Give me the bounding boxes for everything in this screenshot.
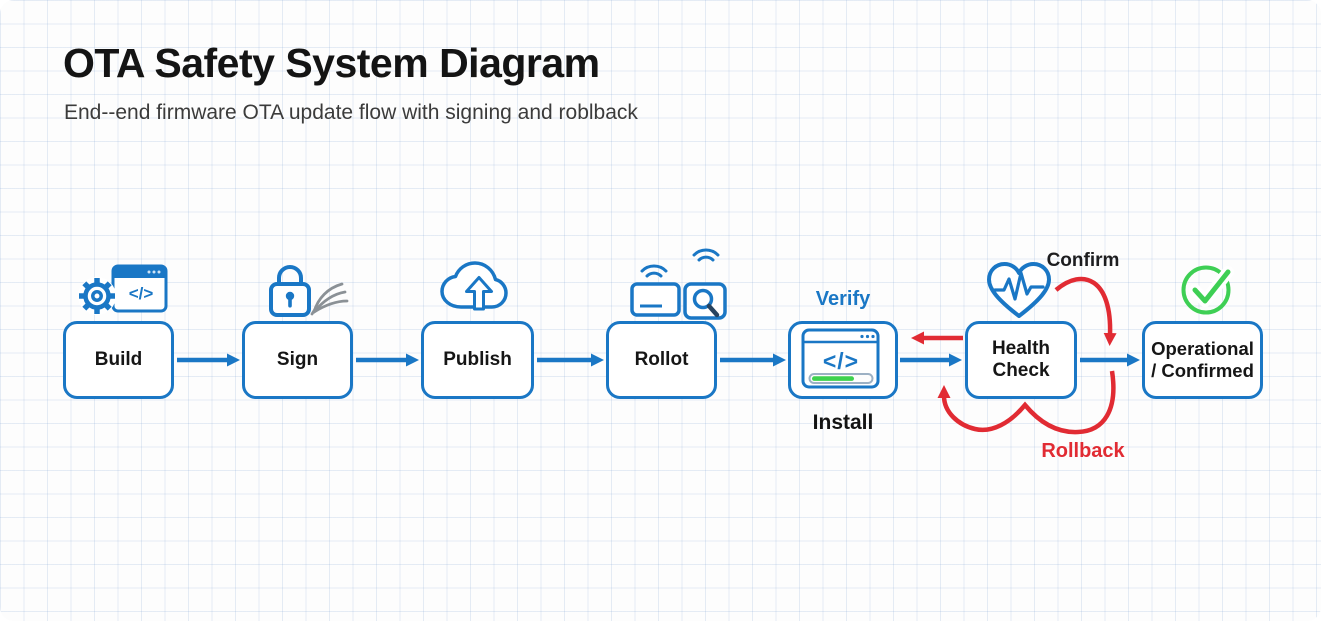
devices-wifi-search-icon (630, 248, 727, 320)
confirm-label: Confirm (1046, 250, 1120, 271)
node-publish: Publish (421, 321, 534, 399)
node-label: Sign (276, 348, 319, 370)
lock-signature-icon (269, 265, 349, 317)
node-build: Build (63, 321, 174, 399)
node-label: Publish (443, 348, 512, 370)
node-label: Operational / Confirmed (1151, 338, 1254, 381)
node-operational-confirmed: Operational / Confirmed (1142, 321, 1263, 399)
check-circle-icon (1181, 265, 1234, 315)
verify-label: Verify (815, 288, 871, 310)
cloud-upload-icon (440, 261, 508, 311)
page-subtitle: End--end firmware OTA update flow with s… (64, 101, 638, 124)
install-label: Install (812, 411, 874, 434)
page-title: OTA Safety System Diagram (63, 40, 600, 86)
node-install (788, 321, 898, 399)
node-health-check: Health Check (965, 321, 1077, 399)
svg-text:</>: </> (129, 284, 154, 303)
node-label: Health Check (991, 337, 1051, 381)
node-rollout: Rollot (606, 321, 717, 399)
gear-code-window-icon: </> (78, 264, 168, 315)
node-label: Rollot (634, 348, 689, 370)
rollback-label: Rollback (1041, 440, 1125, 462)
node-label: Build (94, 348, 143, 370)
node-sign: Sign (242, 321, 353, 399)
